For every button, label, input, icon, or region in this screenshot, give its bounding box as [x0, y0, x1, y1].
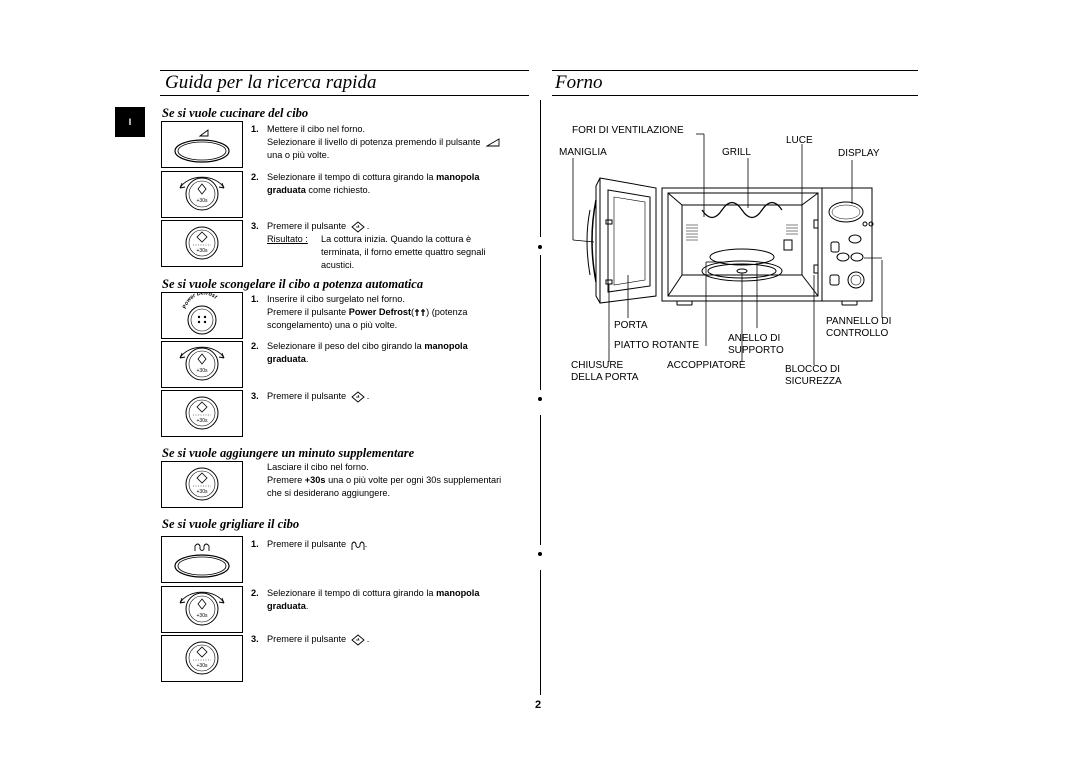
- svg-text:+30s: +30s: [197, 613, 208, 619]
- label-pannello-2: CONTROLLO: [826, 328, 889, 339]
- language-tab: I: [115, 107, 145, 137]
- defrost-icon: [415, 309, 426, 317]
- svg-text:+30s: +30s: [197, 198, 208, 204]
- label-display: DISPLAY: [838, 148, 880, 159]
- cook-step-2: 2. Selezionare il tempo di cottura giran…: [251, 172, 480, 195]
- dial-knob-illustration-2: +30s: [161, 341, 243, 388]
- column-divider: [540, 415, 541, 545]
- power-defrost-arc-text: Power Defrost: [182, 293, 219, 310]
- label-anello-2: SUPPORTO: [728, 345, 784, 356]
- power-level-icon: [485, 138, 500, 147]
- label-luce: LUCE: [786, 135, 813, 146]
- heading-minute: Se si vuole aggiungere un minuto supplem…: [162, 446, 415, 460]
- start-button-illustration: +30s: [161, 220, 243, 267]
- column-divider: [540, 100, 541, 237]
- left-title-top-rule: [160, 70, 529, 71]
- label-pannello-1: PANNELLO DI: [826, 316, 892, 327]
- label-vent: FORI DI VENTILAZIONE: [572, 125, 684, 136]
- dial-knob-illustration-3: +30s: [161, 586, 243, 633]
- grill-icon: [351, 541, 365, 550]
- defrost-step-2: 2. Selezionare il peso del cibo girando …: [251, 341, 468, 364]
- svg-text:+30s: +30s: [197, 489, 208, 495]
- start-icon: [351, 220, 365, 233]
- grill-step-2: 2. Selezionare il tempo di cottura giran…: [251, 588, 480, 611]
- right-title: Forno: [555, 72, 603, 93]
- label-maniglia: MANIGLIA: [559, 147, 607, 158]
- divider-dot: [538, 397, 542, 401]
- dial-knob-illustration: +30s: [161, 171, 243, 218]
- label-chiusure-2: DELLA PORTA: [571, 372, 639, 383]
- svg-text:Power Defrost: Power Defrost: [182, 293, 219, 310]
- label-piatto: PIATTO ROTANTE: [614, 340, 700, 351]
- svg-text:+30s: +30s: [197, 418, 208, 424]
- defrost-step-1: 1. Inserire il cibo surgelato nel forno.…: [251, 294, 468, 330]
- svg-text:+30s: +30s: [197, 663, 208, 669]
- power-level-button-illustration: [161, 121, 243, 168]
- label-anello-1: ANELLO DI: [728, 333, 781, 344]
- power-defrost-button-illustration: Power Defrost: [161, 292, 243, 339]
- start-button-illustration-3: +30s: [161, 635, 243, 682]
- defrost-step-3: 3. Premere il pulsante .: [251, 390, 370, 403]
- divider-dot: [538, 245, 542, 249]
- start-icon: [351, 633, 365, 646]
- page-number: 2: [535, 699, 542, 711]
- label-chiusure-1: CHIUSURE: [571, 360, 624, 371]
- cook-step-1: 1. Mettere il cibo nel forno. Selezionar…: [251, 123, 526, 162]
- minute-instructions: Lasciare il cibo nel forno. Premere +30s…: [267, 462, 502, 498]
- grill-step-3: 3. Premere il pulsante .: [251, 633, 370, 646]
- heading-defrost: Se si vuole scongelare il cibo a potenza…: [162, 277, 424, 291]
- start-button-illustration-2: +30s: [161, 390, 243, 437]
- right-title-top-rule: [552, 70, 918, 71]
- grill-button-illustration: [161, 536, 243, 583]
- plus30s-button-illustration: +30s: [161, 461, 243, 508]
- label-accoppiatore: ACCOPPIATORE: [667, 360, 746, 371]
- svg-text:+30s: +30s: [197, 368, 208, 374]
- svg-text:+30s: +30s: [197, 248, 208, 254]
- column-divider: [540, 570, 541, 695]
- grill-step-1: 1. Premere il pulsante .: [251, 539, 368, 550]
- left-title-bottom-rule: [160, 95, 529, 96]
- cook-step-3: 3. Premere il pulsante . Risultato : La …: [251, 220, 486, 270]
- divider-dot: [538, 552, 542, 556]
- label-blocco-1: BLOCCO DI: [785, 364, 841, 375]
- label-grill: GRILL: [722, 147, 751, 158]
- label-porta: PORTA: [614, 320, 648, 331]
- column-divider: [540, 255, 541, 390]
- right-title-bottom-rule: [552, 95, 918, 96]
- heading-grill: Se si vuole grigliare il cibo: [162, 517, 300, 531]
- label-blocco-2: SICUREZZA: [785, 376, 842, 387]
- left-title: Guida per la ricerca rapida: [165, 72, 377, 93]
- oven-diagram: [572, 133, 883, 365]
- heading-cook: Se si vuole cucinare del cibo: [162, 106, 309, 120]
- start-icon: [351, 390, 365, 403]
